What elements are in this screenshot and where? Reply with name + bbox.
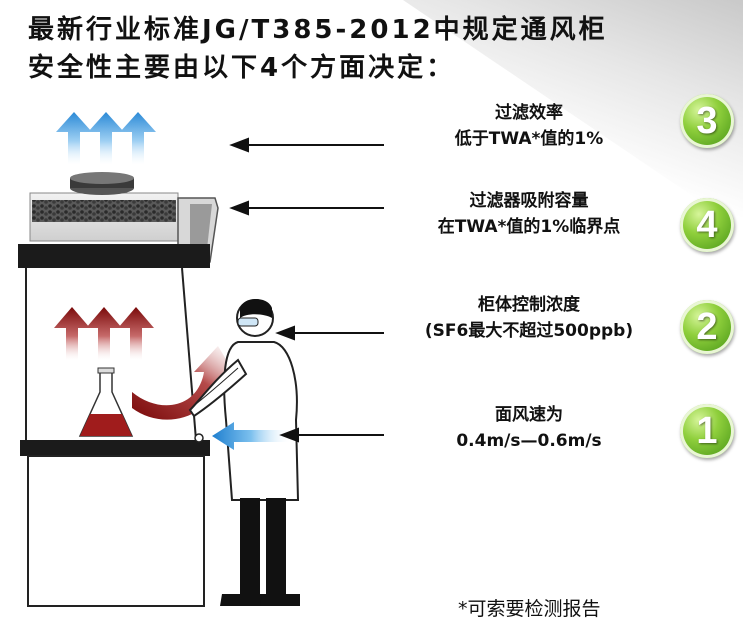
flask — [78, 367, 134, 437]
factor-detail: 低于TWA*值的1% — [454, 129, 604, 149]
hood-top — [18, 244, 210, 268]
title-line-2: 安全性主要由以下4个方面决定： — [28, 53, 456, 83]
factor-filter-efficiency: 过滤效率 低于TWA*值的1% — [379, 102, 679, 150]
factor-title: 柜体控制浓度 — [478, 295, 580, 315]
pointer-arrows — [229, 137, 384, 443]
factor-filter-capacity: 过滤器吸附容量 在TWA*值的1%临界点 — [379, 190, 679, 238]
factor-title: 过滤器吸附容量 — [469, 191, 589, 211]
badge-2: 2 — [680, 300, 734, 354]
badge-1: 1 — [680, 404, 734, 458]
badge-4: 4 — [680, 198, 734, 252]
factor-detail: (SF6最大不超过500ppb) — [424, 321, 634, 341]
escape-air-arrow — [132, 346, 236, 420]
badge-3: 3 — [680, 94, 734, 148]
contaminated-air-arrows — [54, 307, 154, 360]
factor-title: 过滤效率 — [495, 103, 563, 123]
factor-detail: 在TWA*值的1%临界点 — [437, 217, 621, 237]
title-line-1: 最新行业标准JG/T385-2012中规定通风柜 — [28, 15, 608, 45]
footnote: *可索要检测报告 — [458, 598, 601, 620]
factor-title: 面风速为 — [495, 405, 563, 425]
factor-detail: 0.4m/s—0.6m/s — [456, 431, 602, 451]
factor-face-velocity: 面风速为 0.4m/s—0.6m/s — [379, 404, 679, 452]
cabinet-base — [27, 455, 205, 607]
clean-air-arrows — [56, 112, 156, 165]
work-surface — [20, 440, 210, 456]
face-velocity-arrow — [212, 422, 290, 450]
factor-containment: 柜体控制浓度 (SF6最大不超过500ppb) — [379, 294, 679, 342]
lab-technician — [188, 299, 300, 606]
sash-knob — [194, 433, 204, 443]
